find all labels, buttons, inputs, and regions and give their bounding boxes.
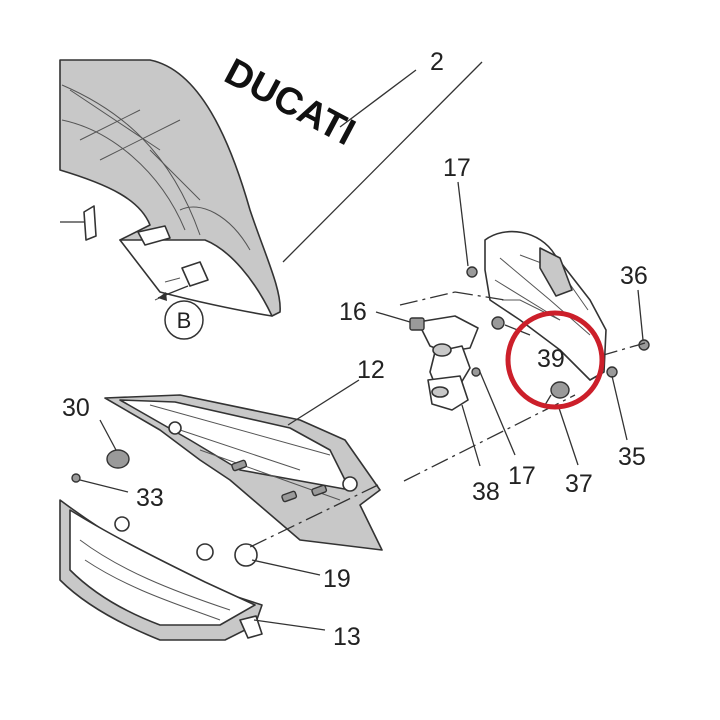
callout-35: 35 — [618, 443, 646, 471]
mount-bracket — [409, 315, 479, 411]
callout-17-top: 17 — [443, 154, 471, 182]
view-marker-b: B — [157, 285, 204, 340]
callout-33: 33 — [136, 484, 164, 512]
fasteners — [71, 266, 650, 567]
fairing-leader-long — [282, 61, 483, 263]
callout-labels: 2 17 16 36 39 12 30 35 17 37 38 33 19 13 — [62, 48, 648, 651]
callout-36: 36 — [620, 262, 648, 290]
assembly-lines — [247, 291, 646, 549]
callout-39: 39 — [537, 345, 565, 373]
support-bracket — [104, 394, 383, 551]
leader-lines — [79, 69, 644, 631]
callout-17-bottom: 17 — [508, 462, 536, 490]
svg-text:B: B — [177, 308, 192, 333]
fairing-panel — [59, 59, 281, 317]
callout-13: 13 — [333, 623, 361, 651]
highlight-circle — [505, 310, 605, 410]
small-tab — [83, 205, 97, 241]
callout-38: 38 — [472, 478, 500, 506]
callout-12: 12 — [357, 356, 385, 384]
callout-37: 37 — [565, 470, 593, 498]
callout-2: 2 — [430, 48, 444, 76]
callout-16: 16 — [339, 298, 367, 326]
headlight-cover — [484, 230, 607, 381]
callout-19: 19 — [323, 565, 351, 593]
lower-panel — [59, 499, 263, 641]
brand-logo-text: DUCATI — [218, 51, 362, 154]
callout-30: 30 — [62, 394, 90, 422]
